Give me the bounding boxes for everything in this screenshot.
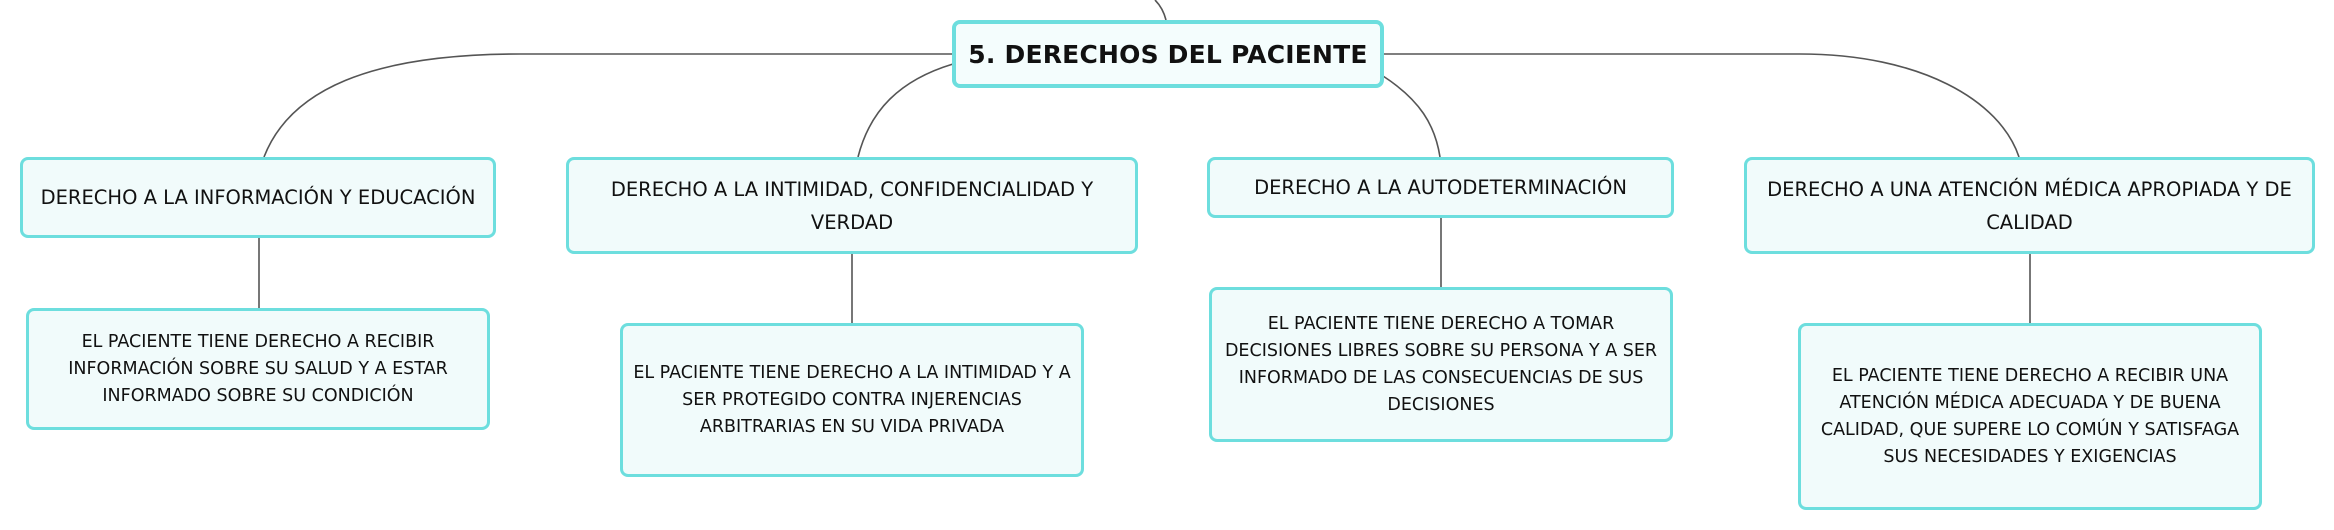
detail-informacion-educacion[interactable]: EL PACIENTE TIENE DERECHO A RECIBIR INFO… [26, 308, 490, 430]
topic-autodeterminacion[interactable]: DERECHO A LA AUTODETERMINACIÓN [1207, 157, 1674, 218]
detail-label: EL PACIENTE TIENE DERECHO A TOMAR DECISI… [1224, 313, 1658, 415]
connector-root-to-topic-2 [857, 63, 954, 158]
detail-label: EL PACIENTE TIENE DERECHO A RECIBIR INFO… [68, 331, 448, 406]
detail-atencion-medica-calidad[interactable]: EL PACIENTE TIENE DERECHO A RECIBIR UNA … [1798, 323, 2262, 510]
topic-label: DERECHO A LA INFORMACIÓN Y EDUCACIÓN [40, 186, 476, 209]
detail-intimidad-confidencialidad[interactable]: EL PACIENTE TIENE DERECHO A LA INTIMIDAD… [620, 323, 1084, 477]
connector-root-to-topic-1 [263, 53, 953, 158]
topic-label: DERECHO A LA AUTODETERMINACIÓN [1254, 176, 1627, 199]
topic-informacion-educacion[interactable]: DERECHO A LA INFORMACIÓN Y EDUCACIÓN [20, 157, 496, 238]
connector-parent-to-root [1154, 0, 1167, 21]
detail-label: EL PACIENTE TIENE DERECHO A LA INTIMIDAD… [633, 362, 1071, 437]
connector-root-to-topic-4 [1383, 53, 2020, 158]
topic-atencion-medica-calidad[interactable]: DERECHO A UNA ATENCIÓN MÉDICA APROPIADA … [1744, 157, 2315, 254]
root-topic-label: 5. DERECHOS DEL PACIENTE [968, 39, 1368, 69]
topic-label: DERECHO A UNA ATENCIÓN MÉDICA APROPIADA … [1767, 177, 2292, 234]
root-topic[interactable]: 5. DERECHOS DEL PACIENTE [952, 20, 1384, 88]
topic-label: DERECHO A LA INTIMIDAD, CONFIDENCIALIDAD… [610, 177, 1094, 234]
connector-root-to-topic-3 [1382, 75, 1441, 158]
detail-autodeterminacion[interactable]: EL PACIENTE TIENE DERECHO A TOMAR DECISI… [1209, 287, 1673, 442]
topic-intimidad-confidencialidad[interactable]: DERECHO A LA INTIMIDAD, CONFIDENCIALIDAD… [566, 157, 1138, 254]
detail-label: EL PACIENTE TIENE DERECHO A RECIBIR UNA … [1820, 365, 2240, 467]
